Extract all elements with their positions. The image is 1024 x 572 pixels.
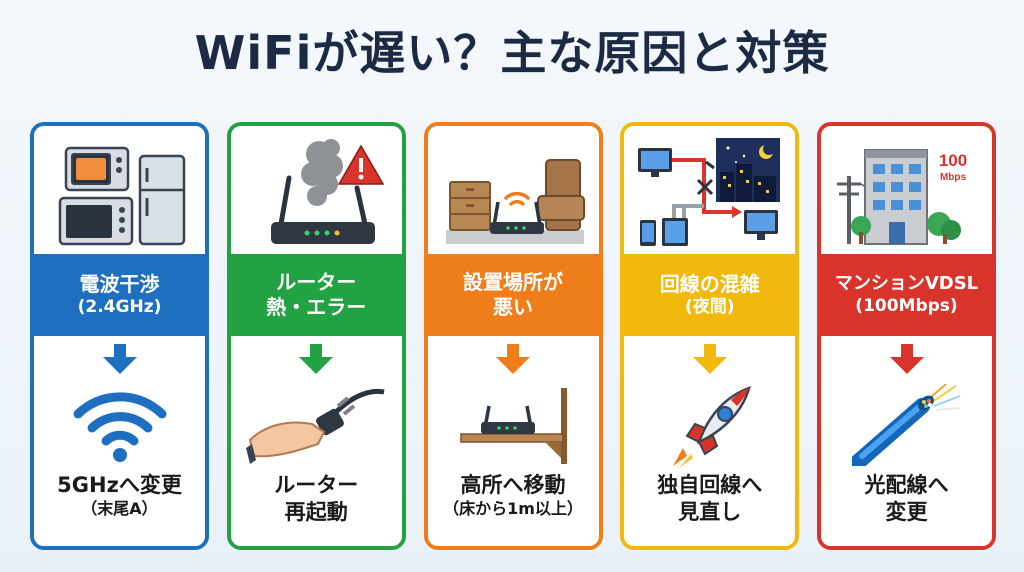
solution-title: ルーター: [274, 473, 359, 497]
arrow-down-icon: [496, 344, 530, 374]
solution-text: 光配線へ 変更: [821, 472, 992, 527]
cause-cards: 電波干渉 (2.4GHz) 5GHzへ変更 （末尾A）: [30, 122, 996, 550]
solution-text: 5GHzへ変更 （末尾A）: [34, 472, 205, 520]
fiber-cable-icon: [851, 384, 960, 466]
card-illustration: 100 Mbps: [821, 126, 992, 254]
card-illustration: [230, 126, 402, 254]
warning-icon: [337, 144, 385, 185]
solution-title: 光配線へ: [864, 473, 949, 497]
solution-subtitle: 再起動: [284, 500, 348, 525]
congestion-icon: [638, 138, 781, 246]
cause-title: マンションVDSL: [834, 273, 979, 295]
card-apartment-vdsl: 100 Mbps マンションVDSL (100Mbps): [817, 122, 996, 550]
arrow-down-icon: [102, 344, 137, 374]
solution-text: 独自回線へ 見直し: [624, 472, 795, 527]
cause-title: 電波干渉: [79, 271, 160, 296]
router-on-shelf-icon: [460, 388, 567, 464]
cause-band: 電波干渉 (2.4GHz): [34, 254, 205, 336]
smoke-icon: [300, 139, 343, 206]
card-illustration: [34, 126, 205, 254]
cabinet-icon: [448, 181, 491, 231]
cause-title: 回線の混雑: [659, 271, 760, 296]
solution-title: 5GHzへ変更: [57, 473, 182, 497]
solution-subtitle: 変更: [885, 500, 928, 525]
page-title: WiFiが遅い？主な原因と対策: [194, 26, 830, 80]
cause-subtitle: 悪い: [493, 295, 533, 319]
solution-text: ルーター 再起動: [231, 472, 402, 527]
solution-area: 光配線へ 変更: [821, 336, 992, 546]
floor-router-icon: [445, 159, 585, 244]
rocket-icon: [672, 385, 751, 468]
router-overheat-icon: [270, 139, 385, 244]
cause-title: 設置場所が: [463, 270, 563, 294]
cause-title: ルーター: [276, 270, 357, 294]
card-illustration: [624, 126, 796, 254]
solution-note: （末尾A）: [81, 499, 158, 519]
cause-band: 設置場所が 悪い: [427, 254, 599, 336]
card-line-congestion: 回線の混雑 (夜間) 独自回線へ 見直し: [620, 122, 800, 550]
solution-area: 高所へ移動 （床から1m以上）: [427, 336, 599, 546]
solution-area: 独自回線へ 見直し: [624, 336, 796, 546]
cause-band: マンションVDSL (100Mbps): [821, 254, 992, 336]
apartment-icon: 100 Mbps: [837, 149, 967, 245]
solution-area: ルーター 再起動: [230, 336, 402, 546]
card-radio-interference: 電波干渉 (2.4GHz) 5GHzへ変更 （末尾A）: [30, 122, 209, 550]
cause-subtitle: 熱・エラー: [266, 295, 367, 319]
cause-band: ルーター 熱・エラー: [230, 254, 402, 336]
night-city-icon: [716, 138, 781, 202]
cause-subtitle: (100Mbps): [855, 295, 958, 316]
tree-icon: [851, 212, 961, 244]
sofa-icon: [536, 159, 585, 231]
cause-band: 回線の混雑 (夜間): [624, 254, 796, 336]
appliances-icon: [58, 146, 186, 246]
solution-note: （床から1m以上）: [443, 499, 583, 519]
wifi-icon: [73, 392, 166, 462]
card-illustration: [427, 126, 599, 254]
solution-text: 高所へ移動 （床から1m以上）: [428, 472, 599, 520]
card-router-heat-error: ルーター 熱・エラー ルーター 再起動: [226, 122, 406, 550]
card-bad-location: 設置場所が 悪い 高所へ移動 （床から1m以上）: [423, 122, 603, 550]
cause-subtitle: (夜間): [684, 296, 735, 317]
solution-area: 5GHzへ変更 （末尾A）: [34, 336, 205, 546]
power-plug-icon: [246, 388, 385, 464]
arrow-down-icon: [299, 344, 334, 374]
speed-badge-unit: Mbps: [940, 172, 967, 183]
arrow-down-icon: [889, 344, 924, 374]
cause-subtitle: (2.4GHz): [77, 296, 162, 317]
solution-subtitle: 見直し: [678, 500, 742, 525]
solution-title: 高所へ移動: [460, 473, 566, 497]
arrow-down-icon: [692, 344, 727, 374]
solution-title: 独自回線へ: [657, 473, 763, 497]
speed-badge-number: 100: [939, 151, 967, 170]
